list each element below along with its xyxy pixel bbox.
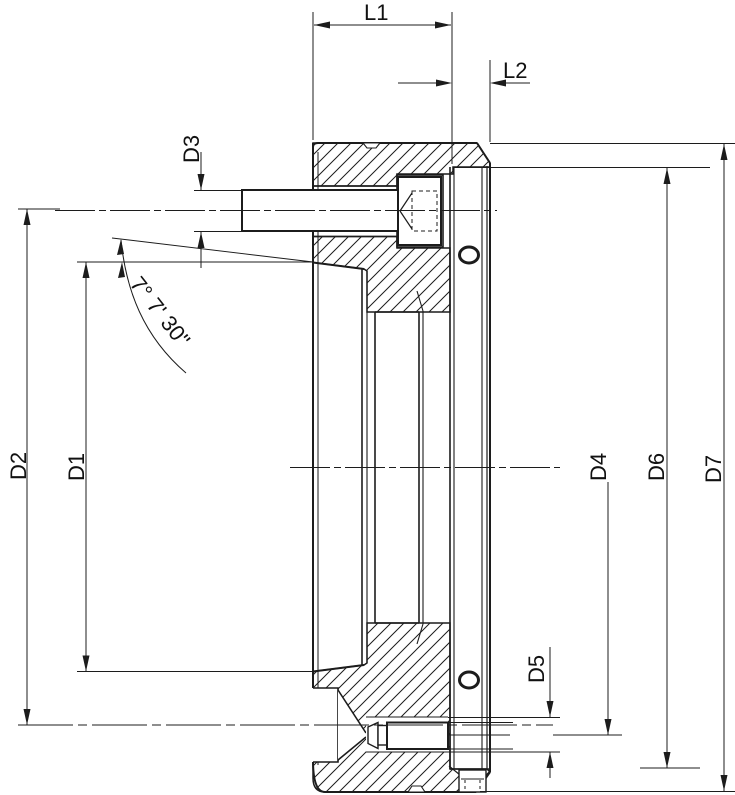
label-D1: D1 <box>64 453 89 481</box>
dimension-arrows <box>23 21 728 791</box>
screw-tip <box>367 721 379 750</box>
set-screw-block <box>448 765 487 793</box>
label-D2: D2 <box>6 452 31 480</box>
countersunk-screw <box>311 687 449 763</box>
label-L2: L2 <box>503 58 527 83</box>
o-ring-top <box>458 245 480 265</box>
o-rings <box>458 245 480 690</box>
label-L1: L1 <box>364 0 388 25</box>
label-D4: D4 <box>586 453 611 481</box>
hex-socket <box>399 190 438 232</box>
label-D7: D7 <box>701 455 726 483</box>
o-ring-bottom <box>458 670 480 690</box>
centerlines <box>18 210 560 736</box>
relief-notches <box>361 142 427 793</box>
label-D3: D3 <box>179 135 204 163</box>
screw-shank <box>386 721 449 750</box>
label-D6: D6 <box>644 453 669 481</box>
label-D5: D5 <box>524 655 549 683</box>
dimension-lines <box>18 12 735 792</box>
